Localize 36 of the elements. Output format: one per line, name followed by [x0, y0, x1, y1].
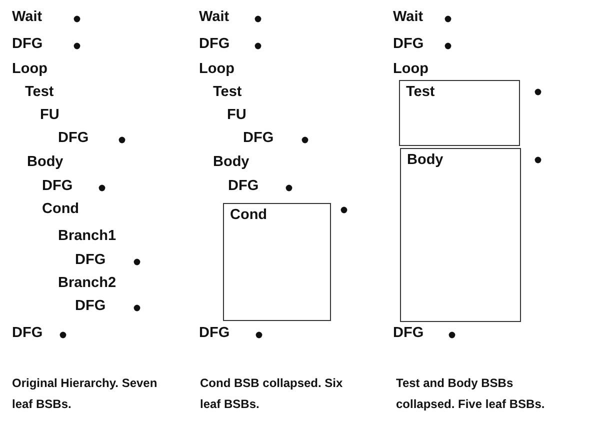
hierarchy-label: DFG [12, 35, 43, 53]
hierarchy-label: Wait [393, 8, 424, 26]
hierarchy-label: Wait [199, 8, 230, 26]
hierarchy-label: FU [40, 106, 60, 124]
hierarchy-label: DFG [393, 35, 424, 53]
hierarchy-label: Test [213, 83, 242, 101]
hierarchy-label: DFG [75, 251, 106, 269]
hierarchy-label: Branch2 [58, 274, 116, 292]
hierarchy-label: Wait [12, 8, 42, 26]
block-name: Test [406, 83, 435, 101]
hierarchy-label: FU [227, 106, 246, 124]
hierarchy-label: DFG [58, 129, 89, 147]
hierarchy-label: Loop [199, 60, 234, 78]
block-name: Body [407, 151, 444, 169]
hierarchy-label: Loop [12, 60, 48, 78]
collapsed-block-box [223, 203, 331, 321]
hierarchy-label: DFG [12, 324, 43, 342]
hierarchy-label: Cond [42, 200, 80, 218]
figure-caption: Cond BSB collapsed. Six leaf BSBs. [200, 375, 344, 413]
figure-caption: Original Hierarchy. Seven leaf BSBs. [12, 375, 158, 413]
hierarchy-label: DFG [243, 129, 274, 147]
hierarchy-label: DFG [75, 297, 106, 315]
hierarchy-label: DFG [42, 177, 73, 195]
hierarchy-label: DFG [228, 177, 259, 195]
hierarchy-label: Body [27, 153, 64, 171]
figure-caption: Test and Body BSBs collapsed. Five leaf BSBs. [396, 375, 546, 413]
hierarchy-label: DFG [393, 324, 424, 342]
hierarchy-label: Body [213, 153, 250, 171]
hierarchy-label: DFG [199, 324, 230, 342]
hierarchy-label: Loop [393, 60, 428, 78]
collapsed-block-box [400, 148, 521, 322]
hierarchy-label: DFG [199, 35, 230, 53]
hierarchy-label: Branch1 [58, 227, 116, 245]
collapsed-block-box [399, 80, 520, 146]
block-name: Cond [230, 206, 268, 224]
hierarchy-label: Test [25, 83, 54, 101]
